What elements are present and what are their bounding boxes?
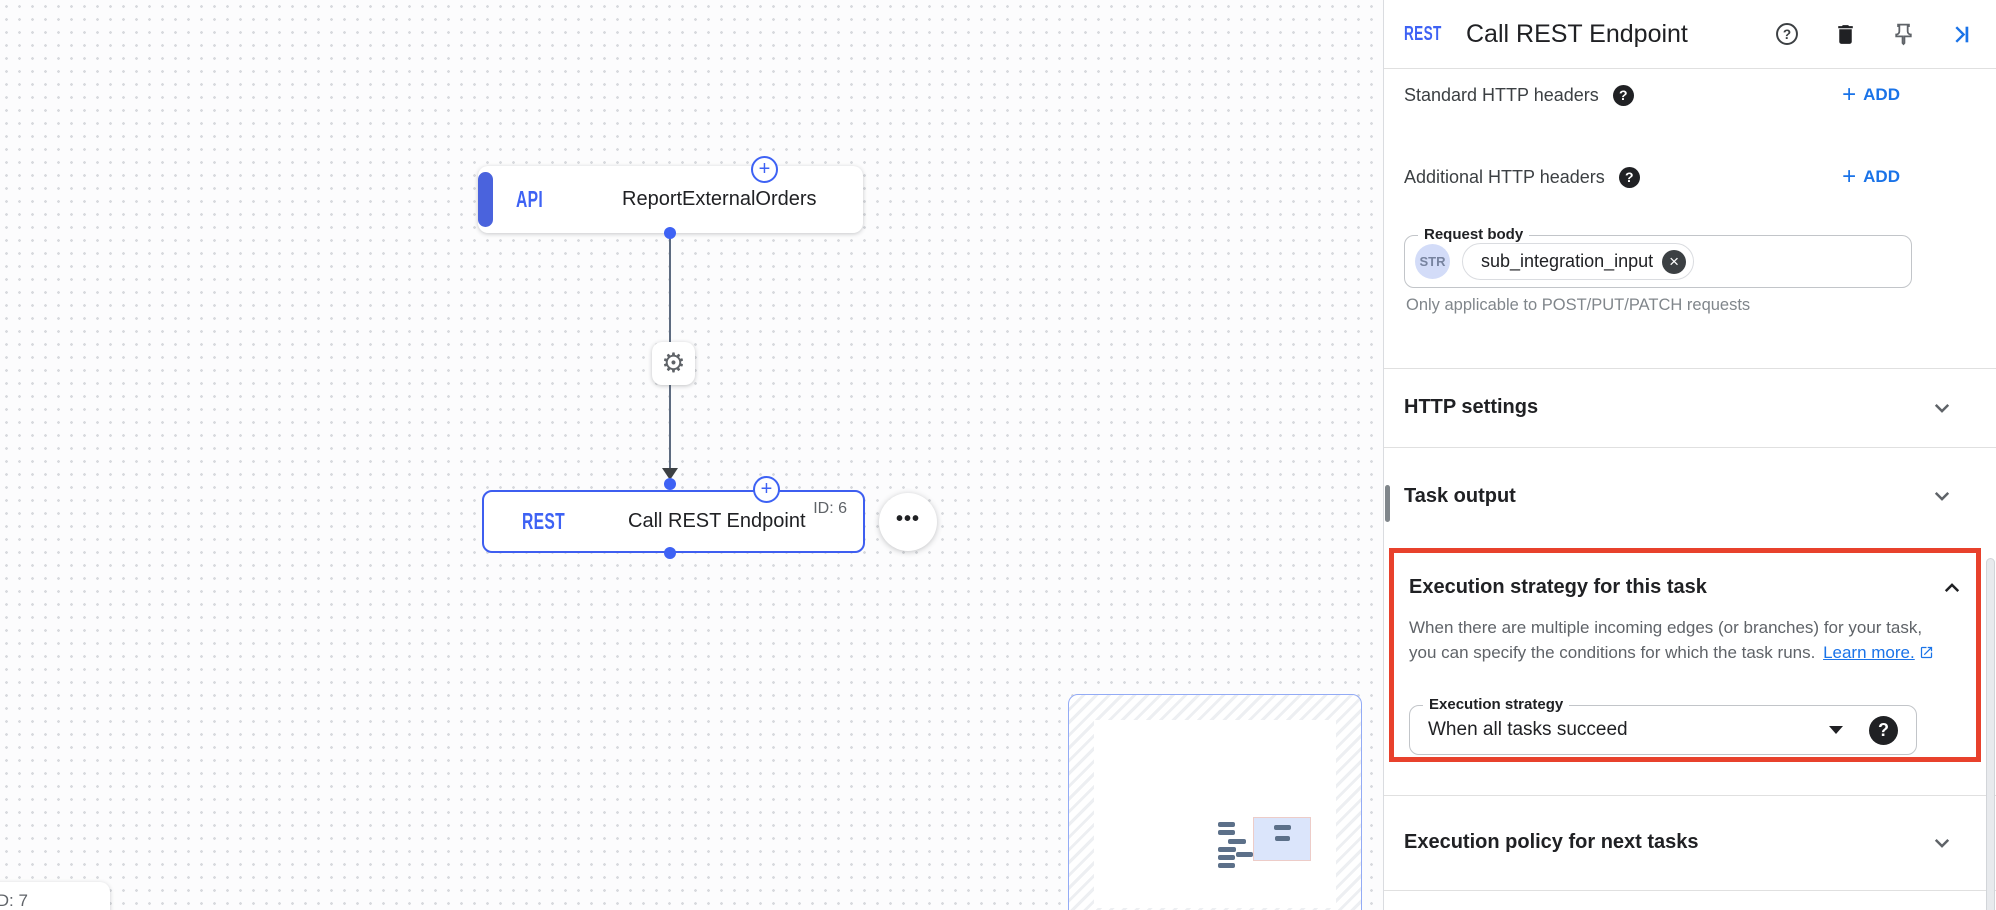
gear-icon: ⚙ (661, 348, 686, 378)
add-task-button[interactable]: + (751, 156, 778, 183)
integration-canvas[interactable]: API ReportExternalOrders + ⚙ REST Call R… (0, 0, 1383, 910)
standard-headers-label: Standard HTTP headers (1404, 84, 1599, 105)
plus-icon: + (760, 478, 773, 500)
node-accent-bar (478, 172, 493, 227)
node-id-label: ID: 6 (813, 500, 847, 517)
dropdown-caret-icon[interactable] (1829, 726, 1843, 734)
divider (1384, 795, 1996, 796)
node-id-label: ID: 7 (0, 891, 28, 910)
panel-scrollbar[interactable] (1986, 558, 1995, 910)
add-label: ADD (1863, 167, 1900, 186)
string-type-badge: STR (1415, 244, 1450, 279)
add-label: ADD (1863, 85, 1900, 104)
request-body-label: Request body (1418, 226, 1530, 243)
execution-strategy-value: When all tasks succeed (1428, 719, 1628, 740)
description-line: When there are multiple incoming edges (… (1409, 618, 1923, 637)
add-additional-header-button[interactable]: + ADD (1842, 165, 1900, 189)
chevron-down-icon (1934, 838, 1950, 848)
execution-policy-section[interactable]: Execution policy for next tasks (1384, 795, 1996, 890)
execution-strategy-description: When there are multiple incoming edges (… (1409, 615, 1934, 665)
node-call-rest-endpoint[interactable]: REST Call REST Endpoint ID: 6 (482, 490, 865, 553)
help-icon: ? (1776, 23, 1798, 45)
panel-scroll-indicator (1385, 485, 1390, 522)
panel-title: Call REST Endpoint (1466, 19, 1688, 48)
panel-header: REST Call REST Endpoint ? (1384, 0, 1996, 68)
additional-headers-row: Additional HTTP headers ? + ADD (1384, 151, 1996, 203)
edge-arrowhead-icon (662, 468, 678, 480)
edge-settings-button[interactable]: ⚙ (652, 342, 695, 385)
additional-headers-label: Additional HTTP headers (1404, 166, 1605, 187)
minimap-diagram-icon (1216, 816, 1326, 872)
task-config-panel: REST Call REST Endpoint ? Standard HTTP … (1383, 0, 1996, 910)
rest-badge-icon: REST (522, 508, 566, 534)
execution-policy-label: Execution policy for next tasks (1404, 831, 1699, 853)
execution-strategy-title: Execution strategy for this task (1409, 576, 1707, 598)
delete-task-button[interactable] (1828, 17, 1862, 51)
close-icon: × (1669, 251, 1680, 271)
add-standard-header-button[interactable]: + ADD (1842, 83, 1900, 107)
variable-chip-label: sub_integration_input (1481, 251, 1654, 271)
node-partial-bottom-left[interactable]: ID: 7 (0, 882, 110, 910)
standard-headers-row: Standard HTTP headers ? + ADD (1384, 69, 1996, 121)
pin-panel-button[interactable] (1886, 17, 1920, 51)
learn-more-link[interactable]: Learn more. (1823, 643, 1915, 662)
rest-badge-icon: REST (1404, 22, 1442, 45)
execution-strategy-field-label: Execution strategy (1423, 696, 1570, 713)
divider (1384, 890, 1996, 891)
node-report-external-orders[interactable]: API ReportExternalOrders (478, 166, 863, 233)
divider (1384, 368, 1996, 369)
help-button[interactable]: ? (1770, 17, 1804, 51)
add-task-button[interactable]: + (753, 476, 780, 503)
collapse-panel-button[interactable] (1944, 17, 1978, 51)
chevron-down-icon (1934, 491, 1950, 501)
execution-strategy-section[interactable]: Execution strategy for this task (1409, 576, 1962, 599)
minimap-node-rect (1253, 817, 1311, 861)
divider (1384, 447, 1996, 448)
more-dots-icon: ••• (895, 507, 920, 530)
help-tooltip-icon[interactable]: ? (1869, 715, 1898, 745)
chevron-up-icon (1944, 582, 1960, 592)
execution-strategy-select[interactable]: Execution strategy When all tasks succee… (1409, 696, 1917, 755)
help-tooltip-icon[interactable]: ? (1618, 166, 1640, 188)
help-tooltip-icon[interactable]: ? (1612, 84, 1634, 106)
request-body-field[interactable]: Request body STR sub_integration_input × (1404, 226, 1912, 288)
pin-icon (1894, 23, 1912, 45)
collapse-right-icon (1954, 25, 1968, 43)
divider (1384, 68, 1996, 69)
input-port-dot[interactable] (664, 478, 676, 490)
plus-icon: + (1842, 81, 1857, 108)
api-badge-icon: API (516, 186, 544, 212)
trash-icon (1837, 24, 1853, 44)
output-port-dot[interactable] (664, 227, 676, 239)
svg-text:?: ? (1783, 27, 1791, 42)
node-title: Call REST Endpoint (628, 510, 806, 532)
external-link-icon (1920, 646, 1932, 659)
variable-chip[interactable]: sub_integration_input × (1462, 243, 1695, 280)
http-settings-section[interactable]: HTTP settings (1384, 368, 1996, 447)
http-settings-label: HTTP settings (1404, 396, 1539, 418)
description-line: you can specify the conditions for which… (1409, 643, 1816, 662)
canvas-minimap[interactable] (1068, 694, 1362, 910)
node-more-menu-button[interactable]: ••• (879, 493, 937, 551)
plus-icon: + (1842, 163, 1857, 190)
remove-variable-button[interactable]: × (1662, 249, 1687, 274)
task-output-label: Task output (1404, 484, 1516, 507)
task-output-section[interactable]: Task output (1384, 447, 1996, 545)
output-port-dot[interactable] (664, 547, 676, 559)
execution-strategy-highlight: Execution strategy for this task When th… (1389, 548, 1981, 762)
minimap-viewport (1094, 720, 1336, 908)
request-body-helper: Only applicable to POST/PUT/PATCH reques… (1406, 296, 1751, 314)
chevron-down-icon (1934, 403, 1950, 413)
node-title: ReportExternalOrders (622, 188, 817, 210)
plus-icon: + (758, 158, 771, 180)
